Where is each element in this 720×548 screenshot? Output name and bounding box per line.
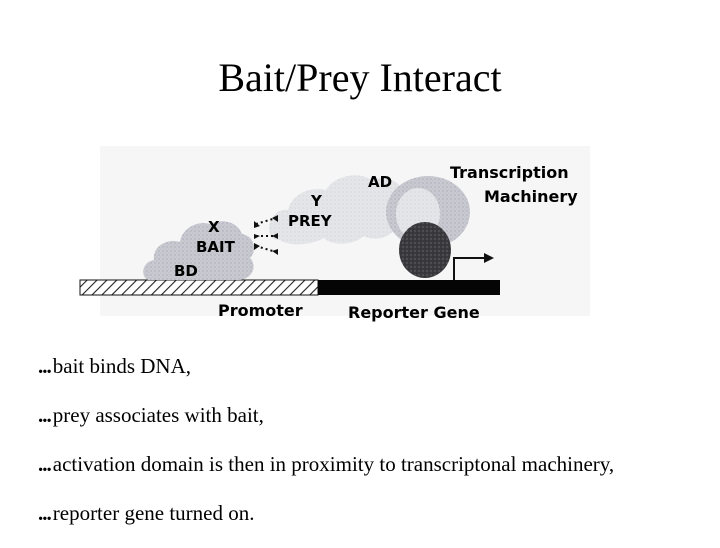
bullet-item: ...reporter gene turned on. [38,499,718,527]
bullet-item: ...bait binds DNA, [38,352,718,380]
ellipsis-marker: ... [38,501,52,525]
interaction-arrowheads [254,215,278,255]
slide-title: Bait/Prey Interact [218,55,502,100]
label-prey: PREY [288,212,333,230]
label-reporter-gene: Reporter Gene [348,303,480,322]
ellipsis-marker: ... [38,452,52,476]
bullet-text: prey associates with bait, [52,403,264,427]
bullet-item: ...activation domain is then in proximit… [38,450,718,478]
bullet-text: bait binds DNA, [52,354,191,378]
label-y: Y [310,192,323,210]
bait-blob [143,221,255,280]
ellipsis-marker: ... [38,403,52,427]
label-ad: AD [368,173,392,191]
label-bait: BAIT [196,238,236,256]
label-transcription: Transcription [450,163,569,182]
label-promoter: Promoter [218,301,303,320]
diagram-svg: AD Transcription Machinery Y PREY X BAIT… [79,146,590,322]
bullet-text: activation domain is then in proximity t… [52,452,615,476]
transcription-arrow [453,257,484,280]
polymerase-dark [399,222,451,278]
bullet-list: ...bait binds DNA, ...prey associates wi… [38,352,718,548]
bullet-text: reporter gene turned on. [52,501,255,525]
reporter-gene-region [318,280,500,295]
label-bd: BD [174,262,198,280]
ellipsis-marker: ... [38,354,52,378]
promoter-region [79,279,319,296]
label-x: X [208,218,220,236]
transcription-arrowhead [484,253,494,263]
label-machinery: Machinery [484,187,578,206]
bullet-item: ...prey associates with bait, [38,401,718,429]
prey-blob [269,175,410,245]
yeast-two-hybrid-diagram: AD Transcription Machinery Y PREY X BAIT… [70,138,590,328]
